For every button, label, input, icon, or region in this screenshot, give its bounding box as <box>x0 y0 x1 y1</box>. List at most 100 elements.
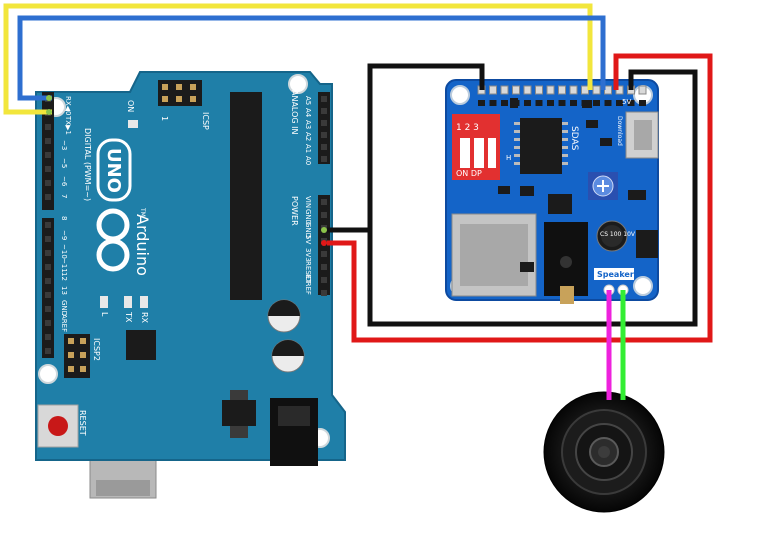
arduino-infinity-logo <box>96 208 130 272</box>
module-pin <box>592 85 601 95</box>
digital-pin-label: ~9 <box>60 230 68 240</box>
header-socket <box>45 292 51 298</box>
dip-on-label: ON DP <box>456 169 482 178</box>
header-socket <box>45 166 51 172</box>
digital-pin-label: 12 <box>60 272 68 281</box>
voltage-regulator <box>222 400 256 426</box>
digital-pin-label: ~11 <box>60 258 68 273</box>
analog-header <box>318 92 330 164</box>
svg-text:UNO: UNO <box>103 148 124 193</box>
header-socket <box>45 278 51 284</box>
trademark: TM <box>139 207 146 217</box>
header-socket <box>45 236 51 242</box>
mp3-module-board: 1 2 3 ON DP H SDAS Download 5V <box>445 79 659 304</box>
micro-usb-port[interactable] <box>625 111 659 159</box>
tx-led <box>124 296 132 308</box>
module-pin <box>581 85 589 95</box>
header-socket <box>321 120 327 126</box>
dip-switch[interactable] <box>452 114 500 180</box>
atmega-chip <box>230 92 262 300</box>
module-pin-pad <box>547 100 554 106</box>
volume-potentiometer[interactable] <box>588 172 618 200</box>
digital-pin-label: ~10 <box>60 244 68 259</box>
header-socket <box>321 290 327 296</box>
reset-label: RESET <box>78 410 87 436</box>
on-label: ON <box>126 100 135 112</box>
icsp2-label: ICSP2 <box>92 338 101 361</box>
header-socket <box>45 222 51 228</box>
analog-pin-label: A5 <box>304 96 312 105</box>
module-pin <box>558 85 566 95</box>
module-pin-pad <box>593 100 600 106</box>
download-label: Download <box>616 116 623 146</box>
digital-pin-label: 8 <box>60 216 68 220</box>
arduino-board-body <box>35 71 346 461</box>
icsp-header <box>158 80 202 106</box>
module-pin-pad <box>616 100 623 106</box>
module-pin-pad <box>558 100 566 106</box>
wire-black-gnd-return <box>367 69 698 327</box>
module-pin <box>512 85 520 95</box>
header-socket <box>45 334 51 340</box>
sd-card-slot[interactable] <box>451 213 537 297</box>
module-pin-pad <box>501 100 508 106</box>
digital-pin-label: GND <box>60 300 68 316</box>
module-pin <box>546 85 555 95</box>
speaker-label: Speaker <box>597 270 634 279</box>
power-pin-label: GND <box>304 222 312 238</box>
txd-pin-label: TX▶1 <box>64 115 72 135</box>
header-socket <box>45 180 51 186</box>
rx-led <box>140 296 148 308</box>
header-socket <box>321 144 327 150</box>
module-pin-pad <box>524 100 531 106</box>
module-pin <box>500 85 509 95</box>
wires <box>3 3 713 400</box>
tx-label: TX <box>124 311 133 323</box>
header-socket <box>45 320 51 326</box>
module-pin-pad <box>570 100 577 106</box>
header-socket <box>321 96 327 102</box>
header-socket <box>45 124 51 130</box>
power-section-label: POWER <box>290 196 299 226</box>
arduino-brand: Arduino <box>133 214 152 276</box>
module-pin <box>604 85 612 95</box>
module-power-label: 5V <box>622 98 631 106</box>
header-socket <box>321 156 327 162</box>
audio-jack <box>544 222 588 304</box>
power-pin-label: 5V <box>304 235 312 244</box>
l-label: L <box>100 312 109 317</box>
header-socket <box>45 264 51 270</box>
digital-pin-label: ~6 <box>60 176 68 187</box>
module-pin <box>523 85 532 95</box>
header-socket <box>45 152 51 158</box>
analog-pin-label: A4 <box>304 108 312 118</box>
analog-pin-label: A1 <box>304 144 312 153</box>
header-socket <box>321 277 327 283</box>
header-socket <box>45 250 51 256</box>
module-pin-pad <box>627 100 635 106</box>
analog-pin-label: A0 <box>304 156 312 165</box>
amp-ic <box>636 230 658 258</box>
header-socket <box>321 212 327 218</box>
cap-label: CS 100 10V <box>600 231 636 238</box>
digital-pin-label: ~5 <box>60 158 68 168</box>
usb-chip <box>126 330 156 360</box>
reset-button[interactable] <box>37 404 79 448</box>
module-pin <box>569 85 578 95</box>
dip-numbers: 1 2 3 <box>456 123 479 133</box>
module-pin-pad <box>489 100 497 106</box>
power-pin-label: RESET <box>304 261 312 284</box>
uno-logo: UNO <box>96 138 132 202</box>
module-pin <box>638 85 647 95</box>
digital-pin-label: 13 <box>60 286 68 295</box>
header-socket <box>45 348 51 354</box>
digital-pin-label: AREF <box>60 314 68 332</box>
digital-pin-label: ~3 <box>60 140 68 150</box>
module-pin-pad <box>604 100 612 106</box>
module-pin <box>535 85 543 95</box>
icsp-label: ICSP <box>201 112 210 130</box>
speaker-label-box <box>594 268 634 280</box>
wire-yellow-tx <box>3 3 593 115</box>
module-main-ic <box>520 118 562 174</box>
header-socket <box>45 306 51 312</box>
